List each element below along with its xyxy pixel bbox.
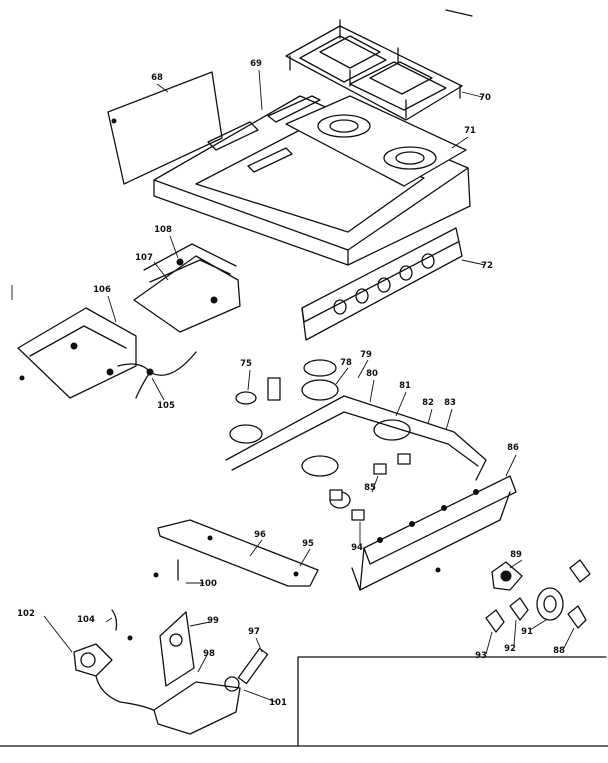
corner-mark: [445, 9, 473, 17]
callout-93: 93: [475, 651, 487, 661]
callout-81: 81: [399, 381, 411, 391]
part-igniter-wire: [117, 351, 197, 401]
callout-104: 104: [77, 615, 95, 625]
part-oven-bracket-lower: [17, 295, 137, 399]
callout-72: 72: [481, 261, 493, 271]
part-back-panel: [107, 71, 223, 185]
callout-78: 78: [340, 358, 352, 368]
callout-95: 95: [302, 539, 314, 549]
callout-89: 89: [510, 550, 522, 560]
part-burner-valves: [329, 453, 411, 544]
part-control-knobs: [435, 559, 591, 655]
callout-108: 108: [154, 225, 172, 235]
callout-106: 106: [93, 285, 111, 295]
part-regulator: [43, 609, 161, 715]
callout-91: 91: [521, 627, 533, 637]
callout-70: 70: [479, 93, 491, 103]
callout-69: 69: [250, 59, 262, 69]
callout-107: 107: [135, 253, 153, 263]
callout-82: 82: [422, 398, 434, 408]
callout-numbers: 68 69 70 71 72 108 107 106 105 75 78 79 80 81 82 83 85 86…: [17, 59, 565, 708]
callout-99: 99: [207, 616, 219, 626]
part-oven-bracket-upper: [133, 235, 241, 333]
callout-71: 71: [464, 126, 476, 136]
part-burner-plate: [285, 95, 469, 187]
callout-92: 92: [504, 644, 516, 654]
callout-98: 98: [203, 649, 215, 659]
callout-88: 88: [553, 646, 565, 656]
callout-85: 85: [364, 483, 376, 493]
part-top-burners: [229, 359, 411, 509]
callout-80: 80: [366, 369, 378, 379]
callout-94: 94: [351, 543, 363, 553]
callout-100: 100: [199, 579, 217, 589]
part-burner-grate: [285, 19, 483, 121]
callout-79: 79: [360, 350, 372, 360]
callout-105: 105: [157, 401, 175, 411]
callout-96: 96: [254, 530, 266, 540]
callout-68: 68: [151, 73, 163, 83]
callout-102: 102: [17, 609, 35, 619]
part-control-panel: [301, 227, 486, 341]
callout-97: 97: [248, 627, 260, 637]
inset-box-frame: [297, 656, 607, 746]
part-lower-tube: [153, 519, 319, 587]
callout-75: 75: [240, 359, 252, 369]
callout-101: 101: [269, 698, 287, 708]
part-gas-manifold: [225, 395, 517, 591]
callout-86: 86: [507, 443, 519, 453]
callout-83: 83: [444, 398, 456, 408]
part-oven-thermostat: [153, 611, 277, 735]
